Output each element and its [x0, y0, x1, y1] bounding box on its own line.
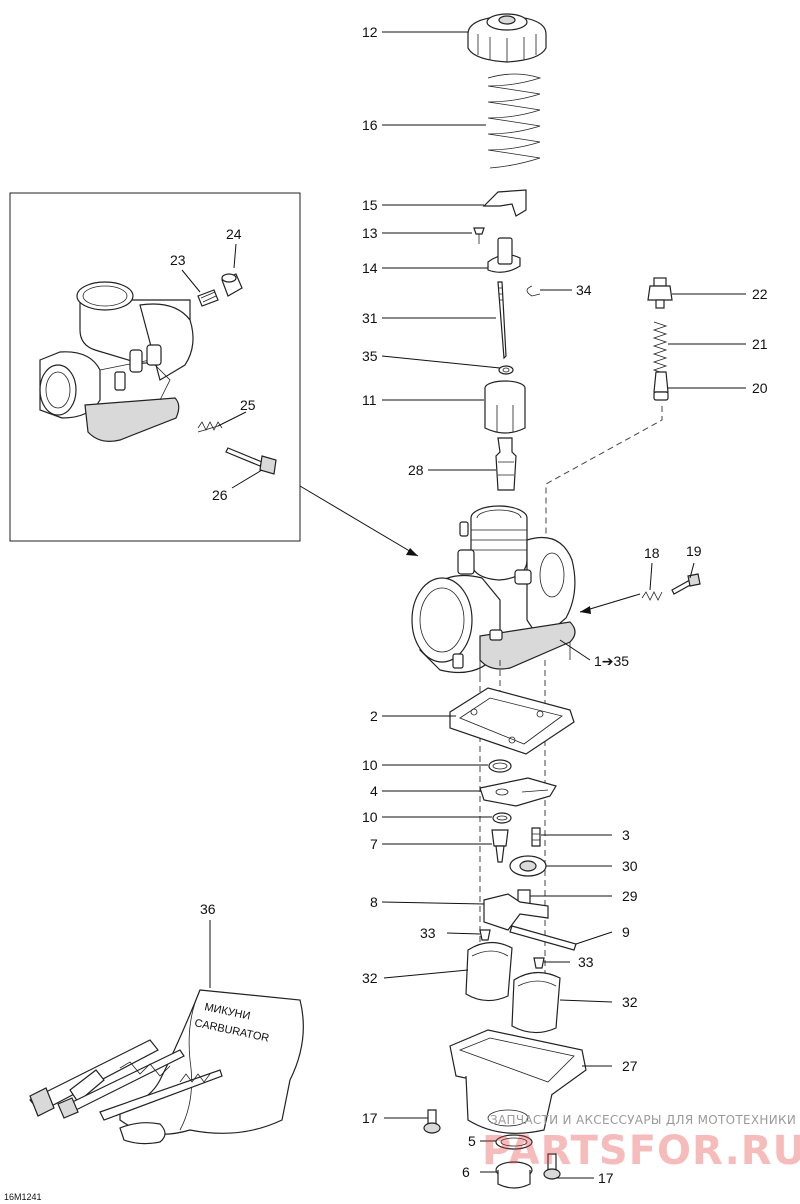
part-7-needle-jet	[491, 829, 509, 863]
part-11-slide	[484, 380, 526, 434]
part-4-plate	[479, 777, 557, 807]
callout-31: 31	[362, 310, 378, 326]
part-30-main-jet-holder	[509, 855, 547, 877]
callout-11: 11	[362, 392, 377, 408]
part-17-screw-left	[423, 1109, 441, 1134]
diagram-code: 16M1241	[4, 1192, 42, 1202]
callout-34: 34	[576, 282, 592, 298]
part-15-clip	[482, 189, 527, 217]
callout-12: 12	[362, 24, 378, 40]
callout-19: 19	[686, 543, 702, 559]
part-20-plunger	[653, 371, 669, 401]
callout-8: 8	[370, 894, 378, 910]
part-33-screw-b	[533, 957, 545, 969]
callout-22: 22	[752, 286, 768, 302]
callout-16: 16	[362, 117, 378, 133]
part-16-spring	[487, 73, 542, 169]
callout-2: 2	[370, 708, 378, 724]
inset-carburetor-body	[39, 281, 194, 442]
part-32-float-a	[465, 941, 513, 1002]
callout-6: 6	[462, 1164, 470, 1180]
part-2-gasket	[449, 687, 575, 755]
callout-20: 20	[752, 380, 768, 396]
part-10-o-ring-upper	[488, 759, 512, 773]
part-5-o-ring	[495, 1134, 533, 1150]
part-9-pin	[509, 925, 577, 951]
callout-13: 13	[362, 225, 378, 241]
part-27-float-bowl	[449, 1029, 587, 1134]
part-10-o-ring-lower	[492, 812, 512, 824]
callout-9: 9	[622, 924, 630, 940]
callout-32-right: 32	[622, 994, 638, 1010]
callout-15: 15	[362, 197, 378, 213]
inset-part-26-screw	[225, 447, 277, 475]
watermark-subtitle: ЗАПЧАСТИ И АКСЕССУАРЫ ДЛЯ МОТОТЕХНИКИ	[490, 1113, 796, 1127]
part-12-cap	[467, 13, 547, 63]
part-21-spring	[652, 321, 668, 375]
callout-24: 24	[226, 226, 242, 242]
callout-26: 26	[212, 487, 228, 503]
part-32-float-b	[511, 971, 561, 1034]
callout-28: 28	[408, 462, 424, 478]
watermark-brand: PARTSFOR.RU	[482, 1128, 800, 1174]
leader-lines	[209, 31, 746, 1179]
callout-labels: 12 16 15 13 14 34 31 35 11 28 22 21 20 1…	[170, 24, 768, 1186]
callout-33-right: 33	[578, 954, 594, 970]
callout-23: 23	[170, 252, 186, 268]
part-34-clip	[526, 285, 541, 297]
callout-18: 18	[644, 545, 660, 561]
part-36-tool-kit: МИКУНИ CARBURATOR	[29, 989, 304, 1145]
part-22-fitting	[647, 277, 673, 309]
part-28-tube	[495, 437, 517, 491]
part-31-needle	[497, 281, 507, 360]
part-19-screw	[671, 573, 701, 595]
callout-29: 29	[622, 888, 638, 904]
callout-25: 25	[240, 397, 256, 413]
callout-3: 3	[622, 827, 630, 843]
callout-7: 7	[370, 836, 378, 852]
callout-14: 14	[362, 260, 378, 276]
callout-4: 4	[370, 783, 378, 799]
callout-36: 36	[200, 901, 216, 917]
part-3-pilot-jet	[531, 827, 541, 847]
inset-part-24-cap	[221, 273, 243, 297]
callout-30: 30	[622, 858, 638, 874]
part-13-screw	[473, 227, 485, 244]
part-8-float-arm	[483, 893, 549, 931]
part-6-plug	[495, 1161, 533, 1189]
callout-35: 35	[362, 348, 378, 364]
part-18-spring	[641, 591, 663, 601]
callout-17-left: 17	[362, 1110, 378, 1126]
part-17-screw-right	[543, 1153, 561, 1180]
callout-21: 21	[752, 336, 768, 352]
watermark: ЗАПЧАСТИ И АКСЕССУАРЫ ДЛЯ МОТОТЕХНИКИ PA…	[482, 1113, 800, 1174]
callout-17-right: 17	[598, 1170, 614, 1186]
inset-part-25-spring	[197, 421, 223, 433]
callout-32-left: 32	[362, 970, 378, 986]
callout-10-upper: 10	[362, 757, 378, 773]
callout-27: 27	[622, 1058, 638, 1074]
callout-1-to-35: 1➔35	[594, 653, 629, 669]
carburetor-body	[411, 505, 576, 676]
callout-33-left: 33	[420, 925, 436, 941]
callout-10-lower: 10	[362, 809, 378, 825]
part-33-screw-a	[479, 929, 491, 941]
part-35-washer	[498, 365, 514, 375]
dashed-alignment-line-20	[545, 406, 663, 540]
inset-view	[9, 192, 419, 557]
inset-part-23-fitting	[197, 289, 219, 307]
part-14-holder	[487, 237, 521, 273]
callout-5: 5	[468, 1133, 476, 1149]
